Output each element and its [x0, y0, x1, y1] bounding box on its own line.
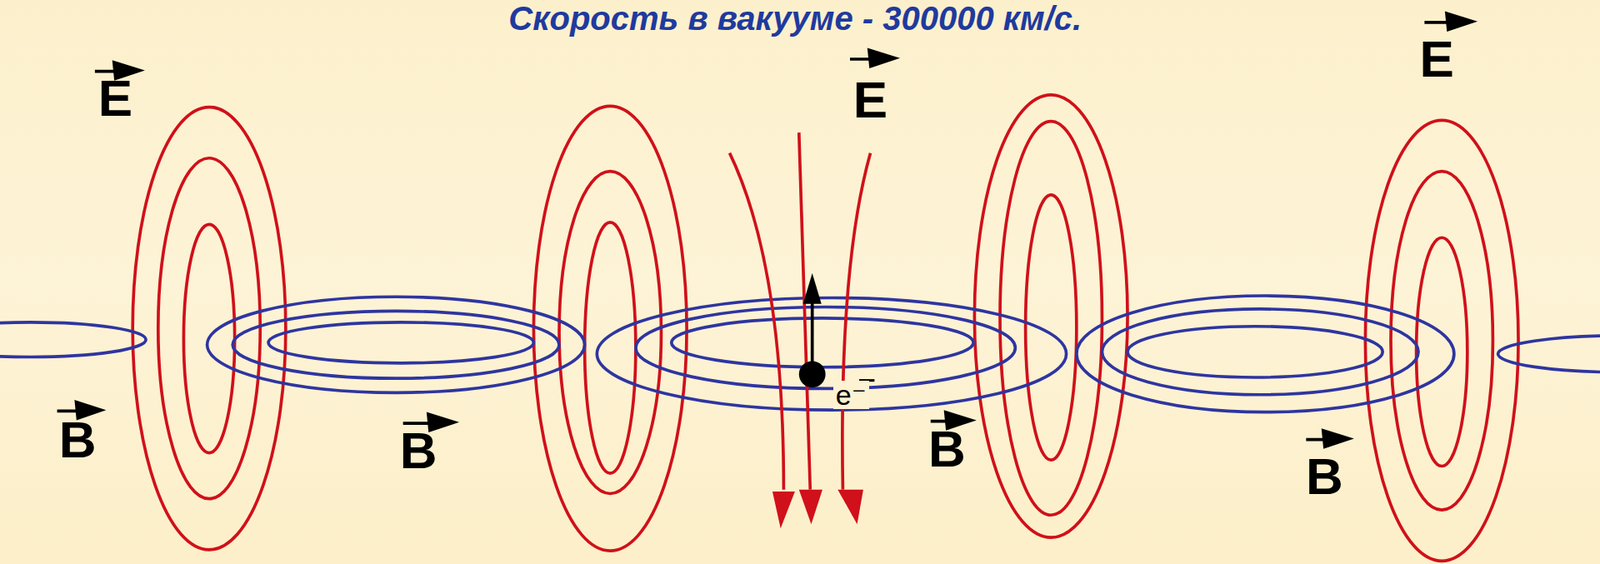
field-arrowheads: [772, 490, 864, 530]
vector-arrows: [57, 10, 1478, 449]
slide-title: Скорость в вакууме - 300000 км/с.: [508, 1, 1082, 35]
vector-label: E: [98, 72, 133, 125]
electric-field-rings: [132, 95, 1519, 561]
electron-field-lines: [730, 132, 871, 490]
electron-and-velocity: [799, 273, 826, 388]
vector-label: E: [853, 74, 888, 126]
vector-label: B: [59, 414, 97, 466]
magnetic-field-rings: [0, 295, 1600, 413]
vector-label: B: [928, 423, 966, 475]
particle-label: e⁻: [833, 380, 870, 410]
vector-label: B: [400, 425, 438, 477]
vector-label: E: [1419, 33, 1454, 85]
vector-label: B: [1305, 450, 1344, 503]
